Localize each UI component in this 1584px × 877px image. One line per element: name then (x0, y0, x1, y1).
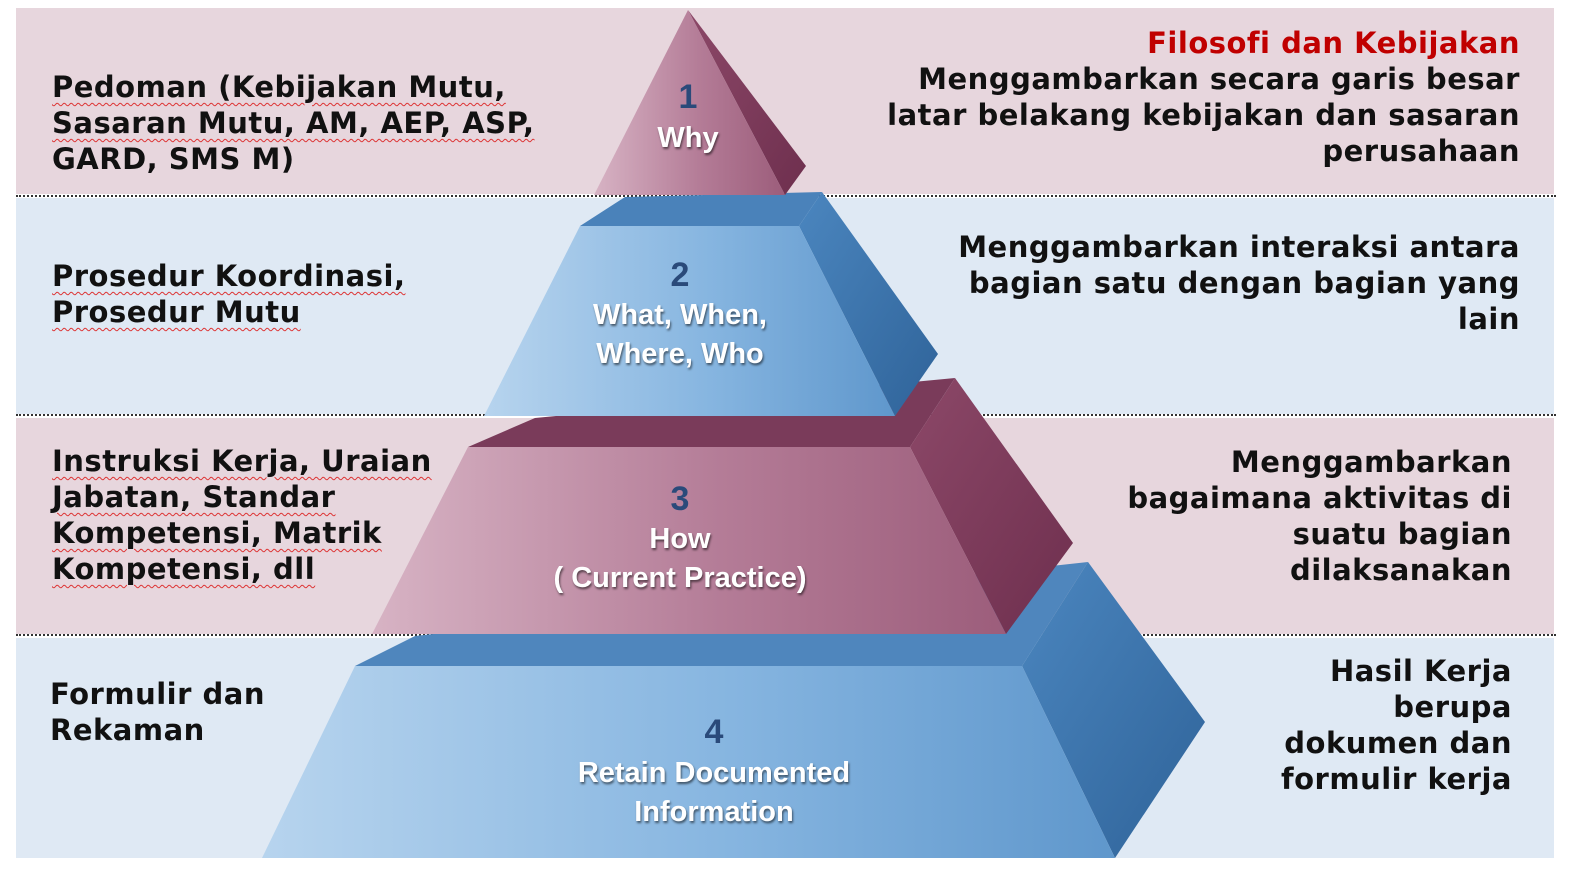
tier-4-left-line-1: Formulir dan (50, 677, 265, 711)
tier-2-label-line-2: Where, Who (596, 338, 764, 370)
tier-2-block (484, 192, 938, 416)
tier-4-left-description: Formulir dan Rekaman (50, 676, 265, 748)
tier-1-right-line-2: latar belakang kebijakan dan sasaran (887, 98, 1520, 132)
tier-1-right-line-3: perusahaan (1322, 134, 1520, 168)
tier-1-left-description: Pedoman (Kebijakan Mutu, Sasaran Mutu, A… (52, 69, 535, 177)
tier-1-right-line-1: Menggambarkan secara garis besar (918, 62, 1520, 96)
tier-3-left-line-2: Jabatan, Standar (52, 480, 336, 514)
tier-1-right-title: Filosofi dan Kebijakan (1147, 26, 1520, 60)
tier-1-right-description: Filosofi dan Kebijakan Menggambarkan sec… (887, 25, 1520, 169)
tier-3-left-line-3: Kompetensi, Matrik (52, 516, 382, 550)
tier-3-left-line-1: Instruksi Kerja, Uraian (52, 444, 432, 478)
tier-3-label-line-2: ( Current Practice) (553, 562, 807, 594)
tier-3-right-description: Menggambarkan bagaimana aktivitas di sua… (1127, 444, 1512, 588)
tier-1-number: 1 (678, 78, 698, 116)
tier-2-right-line-3: lain (1457, 302, 1520, 336)
tier-4-right-line-3: dokumen dan (1284, 726, 1512, 760)
tier-4-label-line-1: Retain Documented (577, 757, 851, 789)
tier-4-label-line-2: Information (634, 796, 794, 828)
tier-4-right-line-1: Hasil Kerja (1329, 654, 1512, 688)
tier-2-label-line-1: What, When, (593, 299, 767, 331)
tier-3-left-description: Instruksi Kerja, Uraian Jabatan, Standar… (52, 443, 432, 587)
tier-2-left-description: Prosedur Koordinasi, Prosedur Mutu (52, 258, 405, 330)
tier-3-right-line-4: dilaksanakan (1289, 553, 1512, 587)
tier-1-label: Why (657, 122, 719, 154)
tier-3-right-line-3: suatu bagian (1292, 517, 1512, 551)
tier-3-right-line-2: bagaimana aktivitas di (1127, 481, 1512, 515)
tier-4-right-line-2: berupa (1393, 690, 1512, 724)
tier-2-left-line-1: Prosedur Koordinasi, (52, 259, 406, 293)
tier-4-right-line-4: formulir kerja (1281, 762, 1512, 796)
tier-2-right-line-2: bagian satu dengan bagian yang (968, 266, 1520, 300)
tier-3-right-line-1: Menggambarkan (1230, 445, 1512, 479)
tier-4-number: 4 (704, 713, 724, 751)
tier-1-left-line-3: GARD, SMS M) (52, 142, 295, 176)
tier-3-left-line-4: Kompetensi, dll (52, 552, 316, 586)
tier-2-left-line-2: Prosedur Mutu (52, 295, 301, 329)
tier-4-left-line-2: Rekaman (50, 713, 205, 747)
tier-1-left-line-1: Pedoman (Kebijakan Mutu, (52, 70, 506, 104)
tier-1-block (594, 10, 806, 195)
tier-2-number: 2 (670, 256, 690, 294)
tier-2-right-line-1: Menggambarkan interaksi antara (958, 230, 1520, 264)
tier-1-left-line-2: Sasaran Mutu, AM, AEP, ASP, (52, 106, 535, 140)
tier-3-number: 3 (670, 480, 690, 518)
tier-2-right-description: Menggambarkan interaksi antara bagian sa… (958, 229, 1520, 337)
tier-3-label-line-1: How (649, 523, 711, 555)
tier-4-right-description: Hasil Kerja berupa dokumen dan formulir … (1281, 653, 1512, 797)
